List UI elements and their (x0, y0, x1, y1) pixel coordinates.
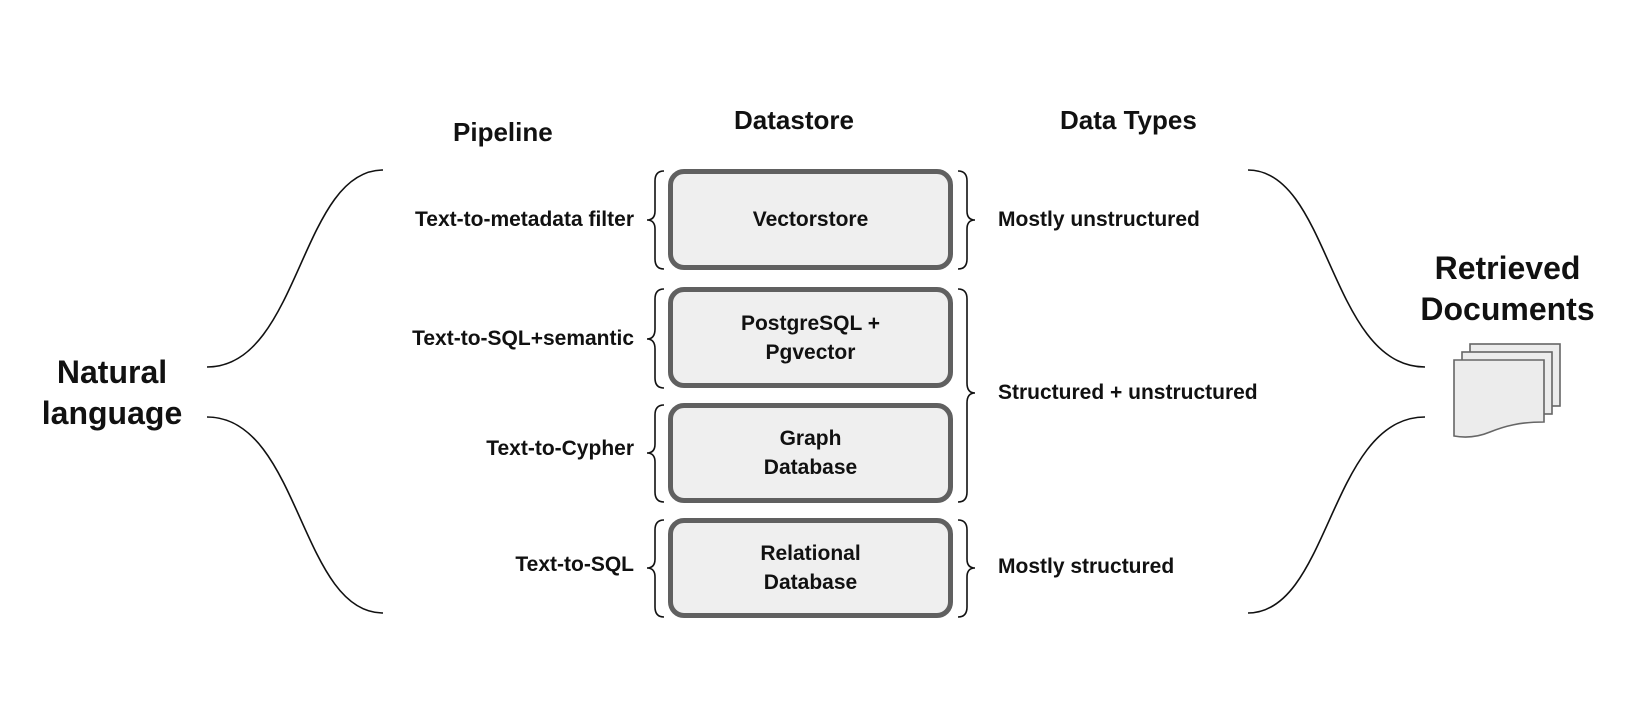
datastore-label: Graph Database (763, 427, 858, 479)
pipeline-header: Pipeline (453, 117, 553, 147)
datastore-label: Vectorstore (752, 208, 869, 231)
datastore-box-graph: Graph Database (668, 403, 953, 503)
pipeline-brace-1 (646, 170, 665, 270)
output-label: Retrieved Documents (1420, 250, 1595, 327)
datastore-header: Datastore (734, 105, 854, 135)
data-type-label: Mostly structured (998, 555, 1175, 578)
pipeline-brace-4 (646, 519, 665, 618)
datatype-brace-2 (957, 288, 976, 503)
pipeline-label: Text-to-Cypher (486, 437, 634, 460)
output-curve-top (1247, 169, 1426, 368)
data-type-label: Structured + unstructured (998, 381, 1258, 404)
pipeline-brace-2 (646, 288, 665, 389)
datastore-label: PostgreSQL + Pgvector (740, 311, 881, 364)
datastore-box-postgres: PostgreSQL + Pgvector (668, 287, 953, 388)
datastore-box-relational: Relational Database (668, 518, 953, 618)
pipeline-label: Text-to-SQL (515, 553, 634, 576)
datastore-label: Relational Database (760, 542, 861, 594)
data-types-header: Data Types (1060, 105, 1197, 135)
input-curve-bottom (206, 416, 384, 614)
datatype-brace-3 (957, 519, 976, 618)
documents-stack-icon (1453, 343, 1561, 438)
data-type-label: Mostly unstructured (998, 208, 1200, 231)
input-curve-top (206, 169, 384, 368)
pipeline-brace-3 (646, 404, 665, 503)
output-curve-bottom (1247, 416, 1426, 614)
datastore-box-vectorstore: Vectorstore (668, 169, 953, 270)
input-label: Natural language (41, 354, 183, 431)
datatype-brace-1 (957, 170, 976, 270)
pipeline-label: Text-to-SQL+semantic (412, 327, 634, 350)
pipeline-label: Text-to-metadata filter (415, 208, 634, 231)
